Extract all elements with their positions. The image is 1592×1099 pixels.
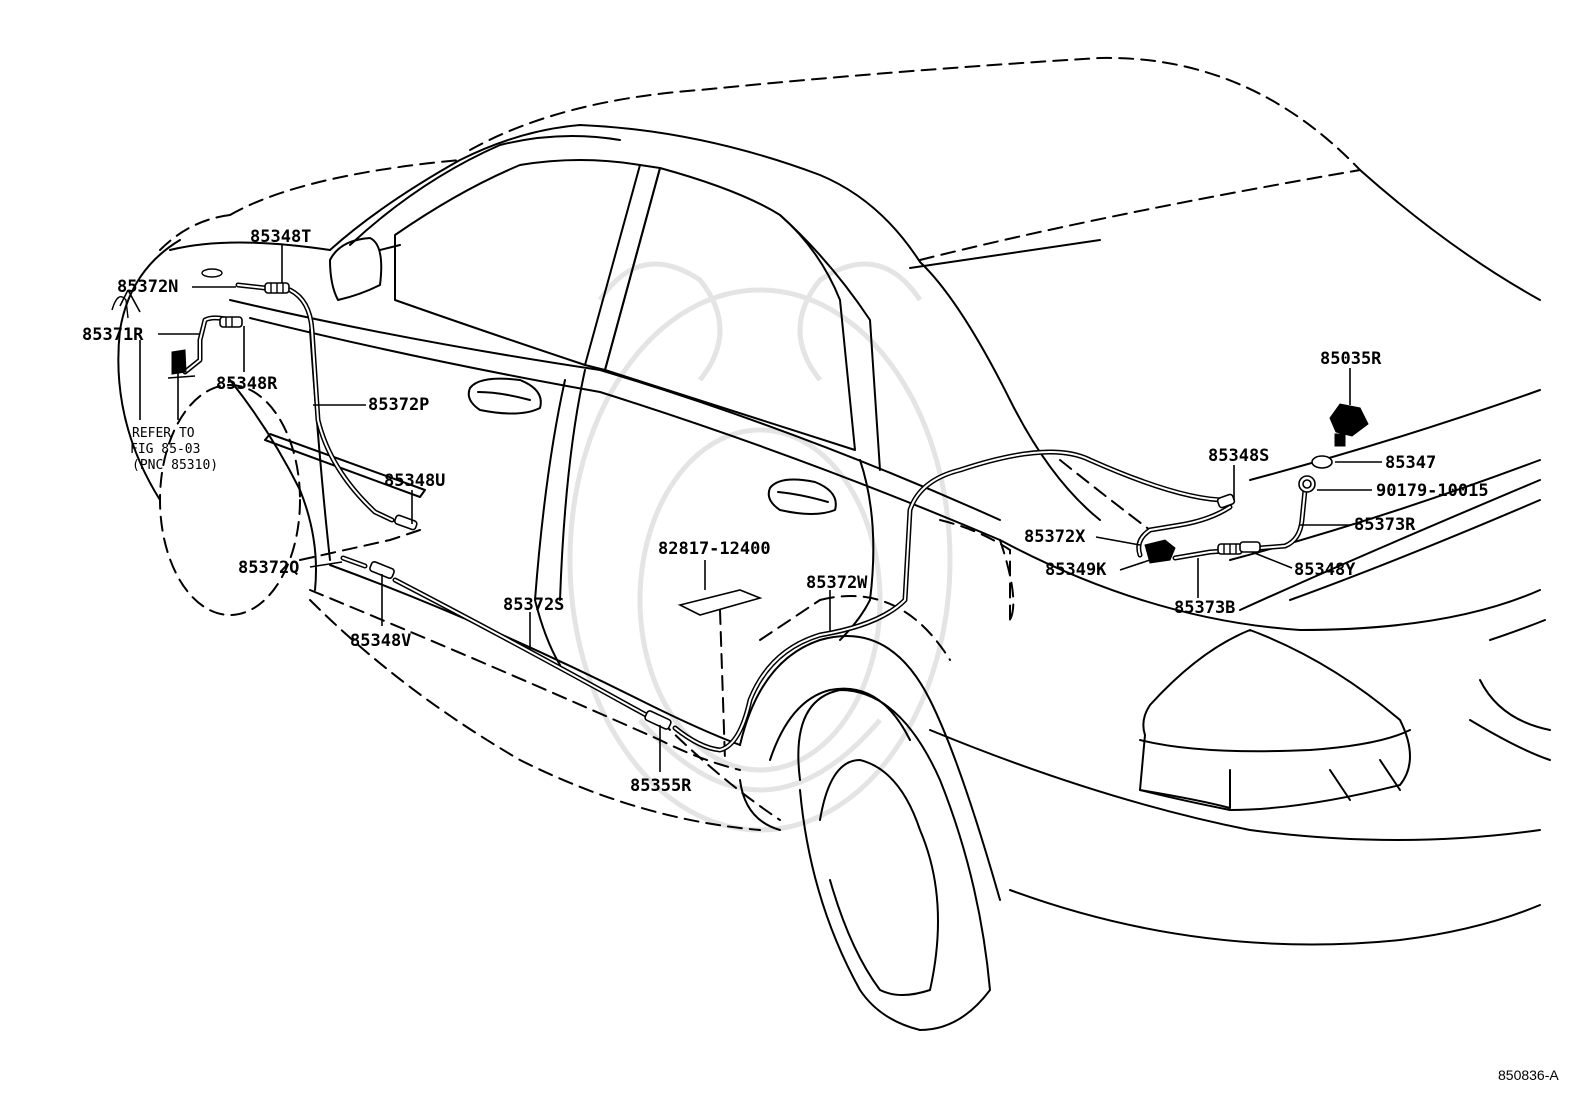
refer-note: REFER TO FIG 85-03 (PNC 85310)	[130, 426, 218, 473]
label-85373R: 85373R	[1354, 515, 1416, 535]
refer-note-line-2: FIG 85-03	[130, 442, 200, 457]
label-85373B: 85373B	[1174, 598, 1235, 618]
label-85372S: 85372S	[503, 595, 564, 615]
label-90179-10015: 90179-10015	[1376, 481, 1489, 501]
label-85348V: 85348V	[350, 631, 411, 651]
diagram-code: 850836-A	[1498, 1067, 1559, 1083]
label-85372W: 85372W	[806, 573, 868, 593]
label-82817-12400: 82817-12400	[658, 539, 771, 559]
washer-hose-rocker	[340, 449, 1229, 753]
label-85372Q: 85372Q	[238, 558, 299, 578]
label-85348S: 85348S	[1208, 446, 1269, 466]
car-body-outline	[117, 56, 1551, 1031]
label-85347: 85347	[1385, 453, 1436, 473]
label-85372N: 85372N	[117, 277, 178, 297]
label-85035R: 85035R	[1320, 349, 1382, 369]
label-85348U: 85348U	[384, 471, 445, 491]
label-85355R: 85355R	[630, 776, 692, 796]
label-85372X: 85372X	[1024, 527, 1086, 547]
part-labels: 85348T 85372N 85371R 85348R 85372P 85348…	[82, 227, 1489, 796]
leader-lines	[119, 244, 1382, 772]
refer-note-line-3: (PNC 85310)	[132, 458, 218, 473]
label-85348R: 85348R	[216, 374, 278, 394]
washer-hose-front	[182, 282, 395, 523]
hose-joints	[111, 268, 1369, 730]
refer-note-line-1: REFER TO	[132, 426, 195, 441]
label-85349K: 85349K	[1045, 560, 1107, 580]
label-85348Y: 85348Y	[1294, 560, 1356, 580]
label-85348T: 85348T	[250, 227, 311, 247]
label-85372P: 85372P	[368, 395, 429, 415]
label-85371R: 85371R	[82, 325, 144, 345]
